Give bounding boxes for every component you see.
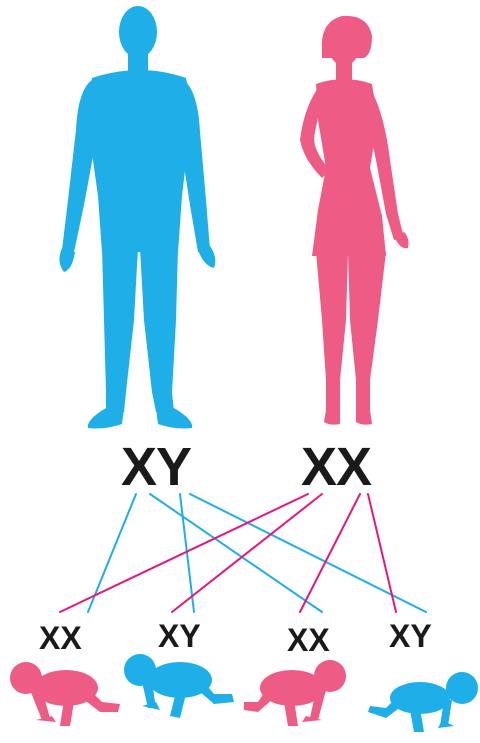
child-3-chromosomes-label: XX <box>287 624 330 656</box>
father-x-to-child-3-line <box>150 494 322 612</box>
father-chromosomes-label: XY <box>121 440 191 494</box>
crawling-baby-boy-icon <box>124 654 234 718</box>
crawling-baby-girl-icon <box>10 662 120 726</box>
child-1-chromosomes-label: XX <box>39 622 82 654</box>
child-4-chromosomes-label: XY <box>389 620 432 652</box>
man-silhouette-icon <box>59 6 215 429</box>
woman-silhouette-icon <box>300 16 409 425</box>
mother-x-to-child-2-line <box>172 494 322 612</box>
mother-x-to-child-1-line <box>60 494 308 612</box>
inheritance-lines <box>60 494 426 612</box>
mother-x-to-child-4-line <box>368 494 396 612</box>
mother-chromosomes-label: XX <box>301 440 371 494</box>
child-2-chromosomes-label: XY <box>158 620 201 652</box>
crawling-baby-girl-icon <box>244 660 346 726</box>
crawling-baby-boy-icon <box>368 672 478 732</box>
